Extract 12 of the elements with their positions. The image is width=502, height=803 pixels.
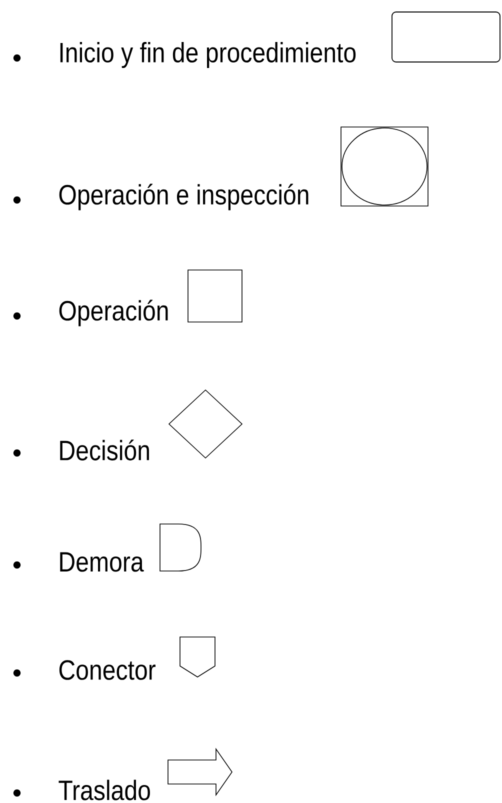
terminal-symbol [392, 12, 500, 62]
symbol-label: Inicio y fin de procedimiento [60, 42, 356, 68]
symbol-label: Traslado [58, 780, 150, 800]
square-symbol [188, 270, 242, 322]
delay-symbol [160, 524, 202, 572]
symbol-label: Conector [59, 660, 156, 680]
connector-symbol [180, 636, 216, 678]
symbol-label: Operación [59, 300, 168, 326]
symbol-label: Decisión [60, 440, 149, 460]
block-arrow-symbol [168, 748, 232, 796]
symbol-label: Operación e inspección [59, 184, 308, 210]
symbol-label: Demora [60, 552, 144, 572]
